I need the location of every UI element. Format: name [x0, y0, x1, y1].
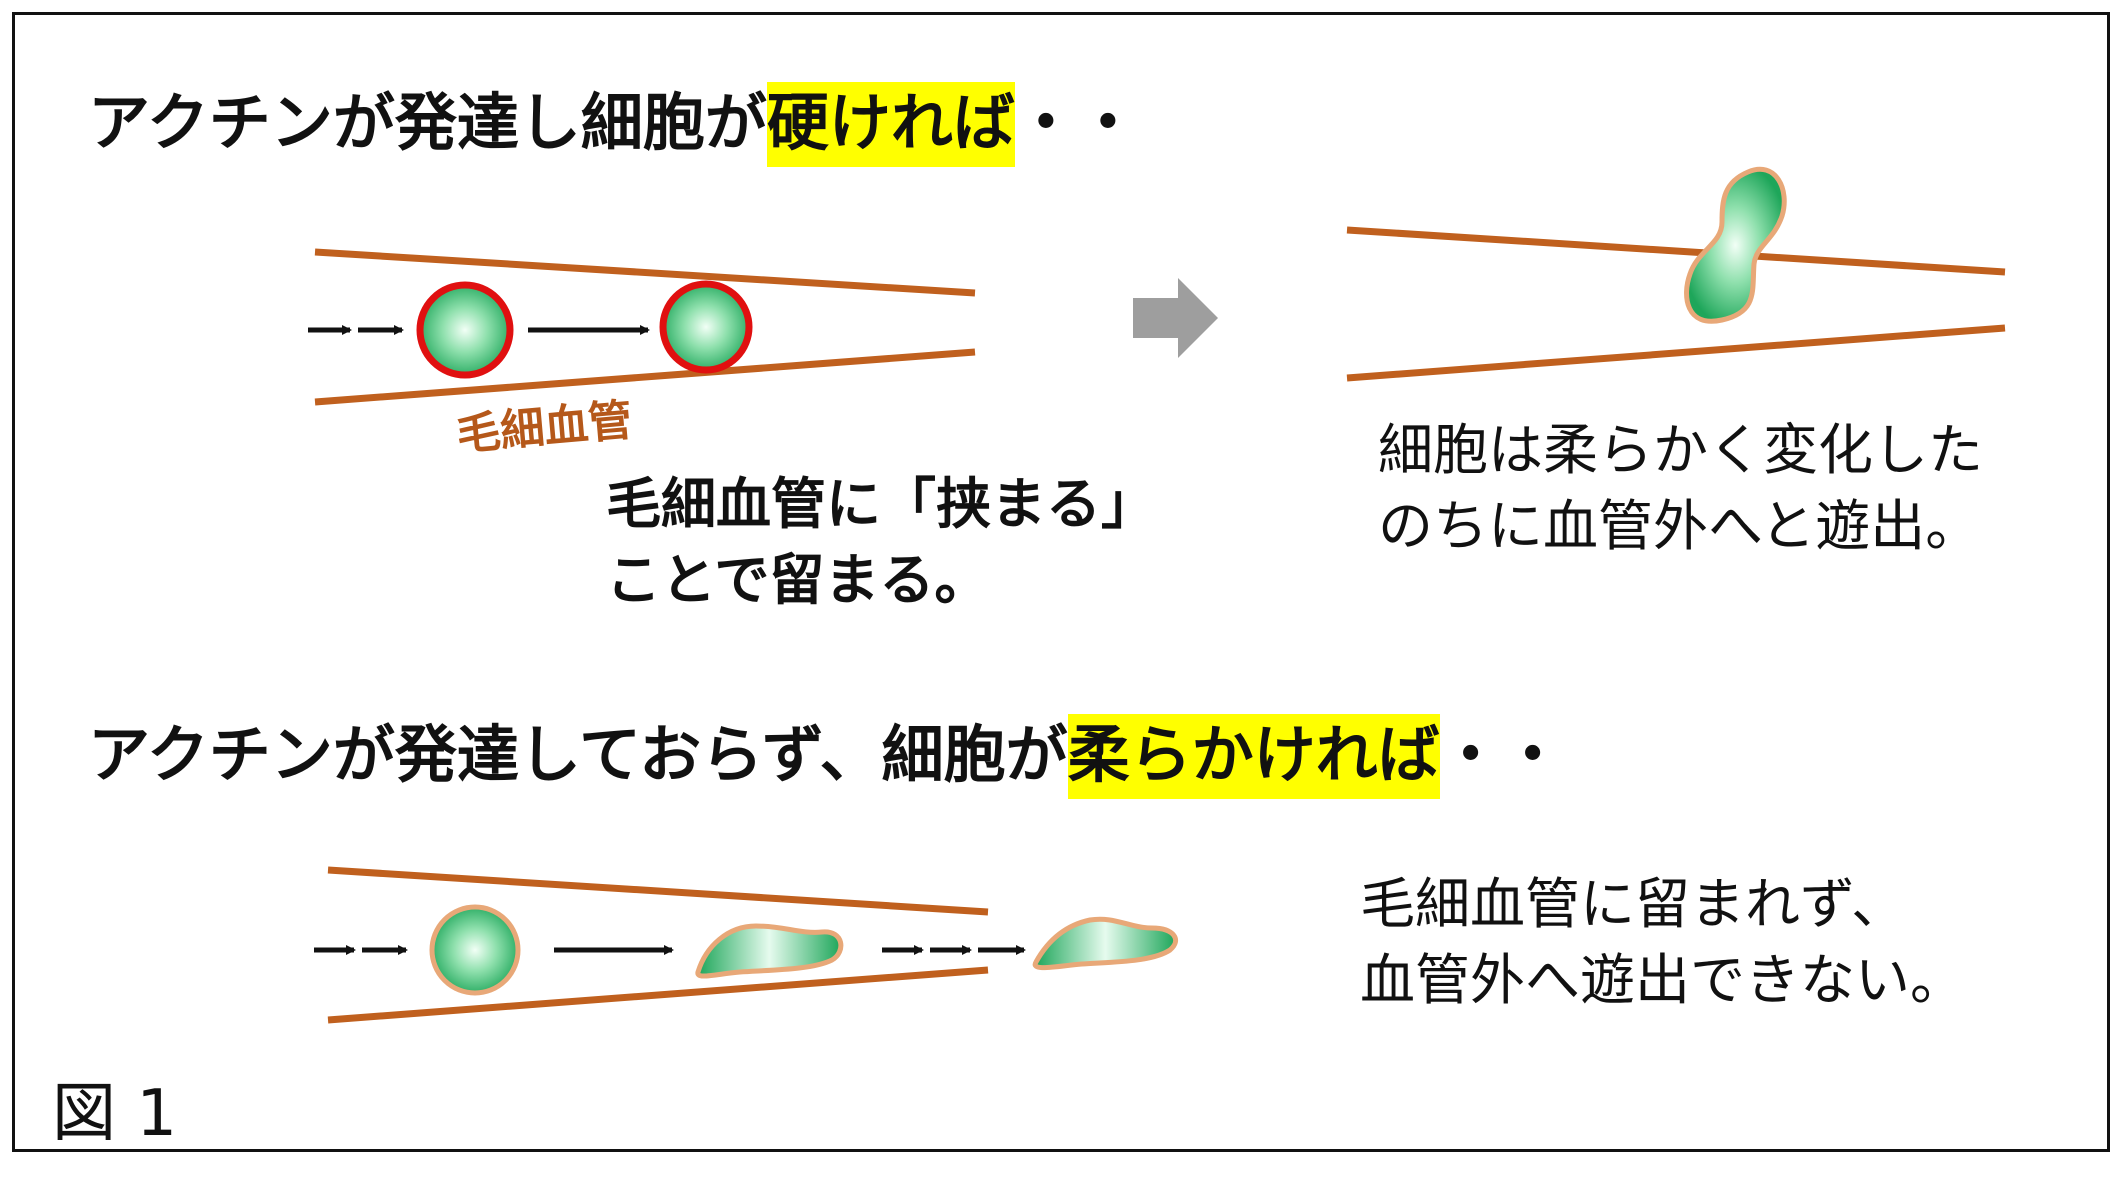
vessel-label: 毛細血管	[455, 395, 635, 461]
caption-line: 血管外へ遊出できない。	[1360, 948, 1966, 1012]
caption-line: 毛細血管に留まれず、	[1360, 872, 1907, 936]
rigid-cell-stuck	[659, 280, 753, 374]
rigid-cell	[416, 281, 514, 379]
caption-stuck: 毛細血管に「挟まる」 ことで留まる。	[606, 466, 1156, 618]
heading-prefix: アクチンが発達し細胞が	[88, 86, 767, 159]
vessel-wall-upper	[1346, 226, 2006, 276]
capillary-top-left	[314, 248, 976, 406]
highlight-soft: 柔らかければ	[1067, 714, 1440, 799]
caption-line: 毛細血管に「挟まる」	[606, 472, 1157, 536]
caption-line: 細胞は柔らかく変化した	[1378, 418, 1984, 482]
caption-extravasate: 細胞は柔らかく変化した のちに血管外へと遊出。	[1378, 412, 1983, 564]
vessel-wall-lower	[314, 348, 976, 406]
heading-soft-cell: アクチンが発達しておらず、細胞が柔らかければ・・	[88, 714, 1564, 799]
extravasating-cell	[1684, 166, 1787, 324]
vessel-wall-lower	[1346, 324, 2006, 382]
vessel-wall-upper	[327, 866, 989, 916]
heading-rigid-cell: アクチンが発達し細胞が硬ければ・・	[88, 82, 1139, 167]
transition-arrow-icon	[1133, 278, 1218, 358]
vessel-wall-upper	[314, 248, 976, 297]
heading-suffix: ・・	[1439, 718, 1564, 791]
heading-prefix: アクチンが発達しておらず、細胞が	[88, 718, 1068, 791]
figure-label: 図 1	[52, 1077, 178, 1151]
caption-no-extravasate: 毛細血管に留まれず、 血管外へ遊出できない。	[1360, 866, 1965, 1018]
soft-cell-passing	[1032, 916, 1178, 971]
figure-frame	[12, 12, 2110, 1152]
capillary-top-right	[1346, 226, 2006, 382]
capillary-bottom	[327, 866, 989, 1024]
soft-cell-round	[429, 904, 521, 996]
vessel-wall-lower	[327, 966, 989, 1024]
caption-line: ことで留まる。	[606, 548, 990, 612]
soft-cell-deformed	[695, 923, 844, 979]
heading-suffix: ・・	[1014, 86, 1139, 159]
highlight-rigid: 硬ければ	[766, 82, 1015, 167]
caption-line: のちに血管外へと遊出。	[1378, 494, 1981, 558]
